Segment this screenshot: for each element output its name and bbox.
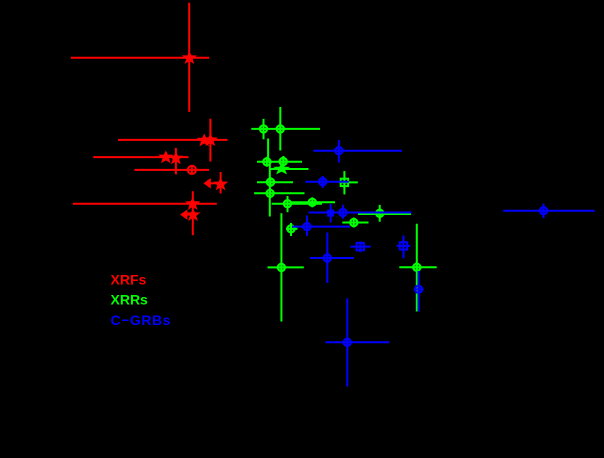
- svg-text:C−GRBs: C−GRBs: [111, 312, 171, 328]
- svg-text:XRRs: XRRs: [111, 291, 149, 307]
- svg-text:XRFs: XRFs: [111, 271, 147, 287]
